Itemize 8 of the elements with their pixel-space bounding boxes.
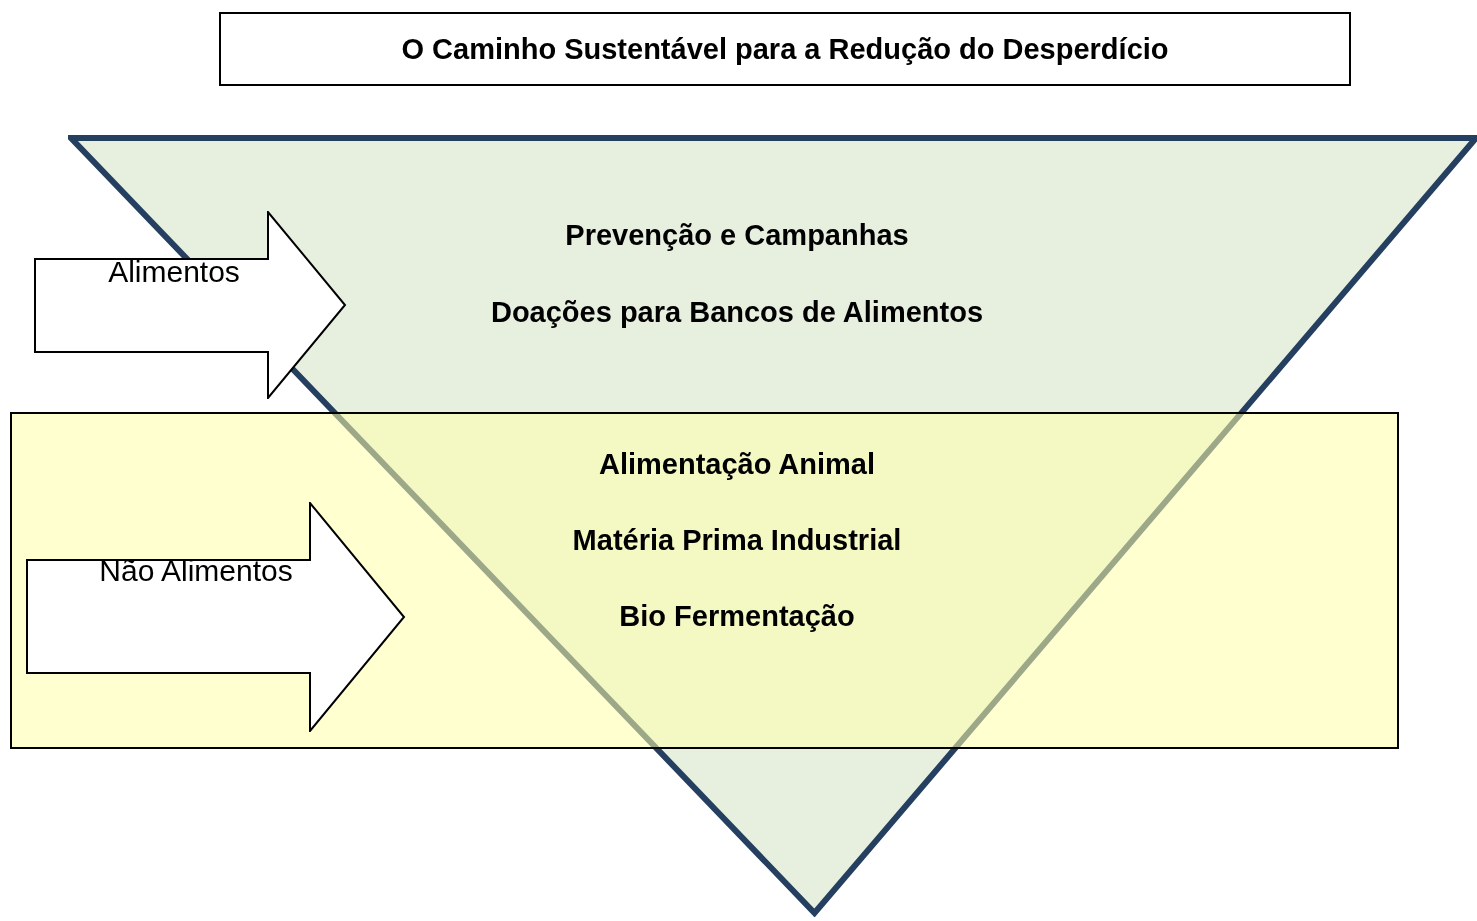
arrow-label: Alimentos: [108, 255, 240, 289]
tier-label: Bio Fermentação: [619, 600, 855, 633]
tier-label: Doações para Bancos de Alimentos: [490, 296, 984, 329]
tier-label: Matéria Prima Industrial: [572, 524, 902, 557]
arrow-label: Não Alimentos: [99, 554, 293, 588]
title-box: O Caminho Sustentável para a Redução do Desperdício: [219, 12, 1351, 86]
tier-label: Alimentação Animal: [598, 448, 876, 481]
tier-label: Prevenção e Campanhas: [565, 219, 909, 252]
